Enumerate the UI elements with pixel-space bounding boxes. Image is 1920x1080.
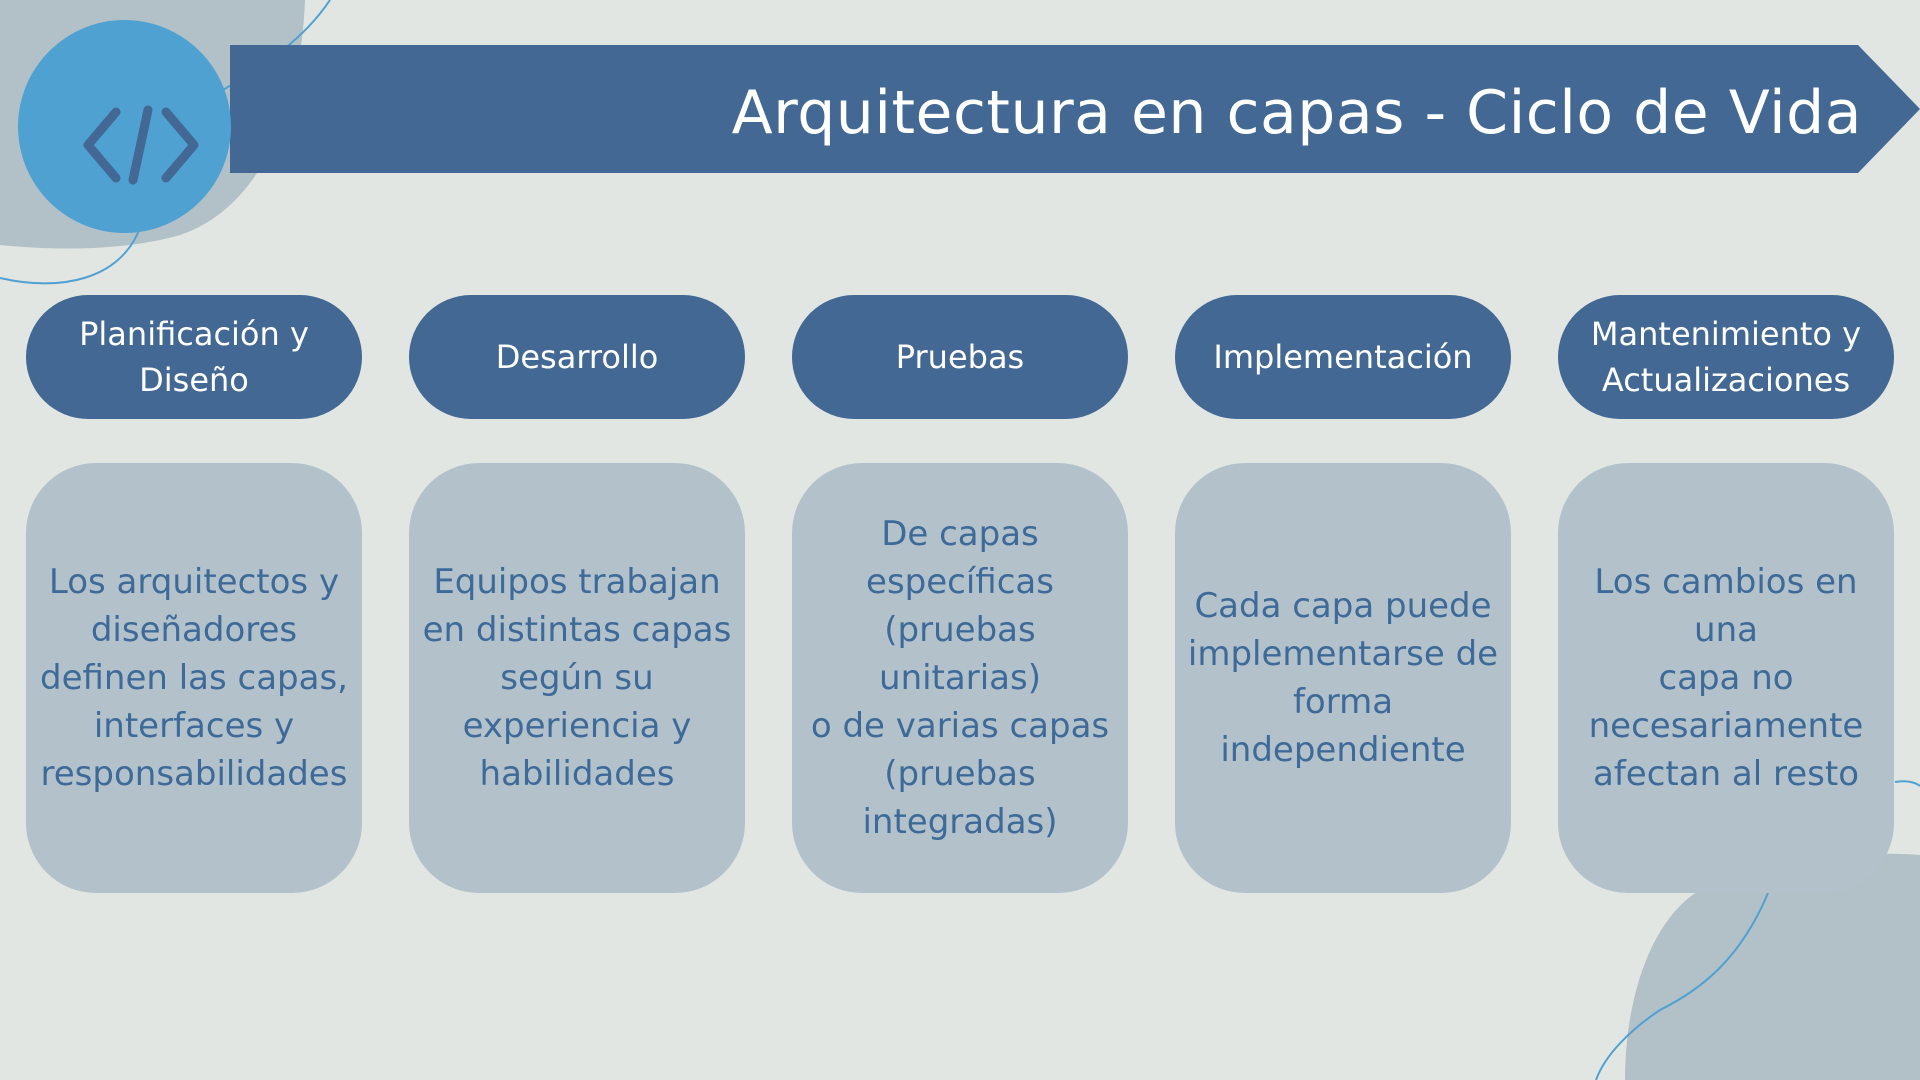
bottom-right-blob — [1625, 853, 1920, 1080]
left-curve — [0, 227, 141, 285]
card-mantenimiento: Los cambios en una capa no necesariament… — [1558, 463, 1894, 893]
logo — [18, 20, 231, 233]
card-pruebas: De capas específicas (pruebas unitarias)… — [792, 463, 1128, 893]
card-desarrollo: Equipos trabajan en distintas capas segú… — [409, 463, 745, 893]
phase-desarrollo: Desarrollo — [409, 295, 745, 419]
card-implementacion: Cada capa puede implementarse de forma i… — [1175, 463, 1511, 893]
title-banner — [230, 45, 1920, 173]
phase-mantenimiento: Mantenimiento y Actualizaciones — [1558, 295, 1894, 419]
bottom-right-curve — [1595, 892, 1769, 1080]
phase-planificacion: Planificación y Diseño — [26, 295, 362, 419]
phase-implementacion: Implementación — [1175, 295, 1511, 419]
card-planificacion: Los arquitectos y diseñadores definen la… — [26, 463, 362, 893]
code-brackets-icon — [83, 105, 199, 185]
right-edge-curve — [1894, 780, 1920, 787]
page-title: Arquitectura en capas - Ciclo de Vida — [731, 78, 1862, 148]
phase-pruebas: Pruebas — [792, 295, 1128, 419]
